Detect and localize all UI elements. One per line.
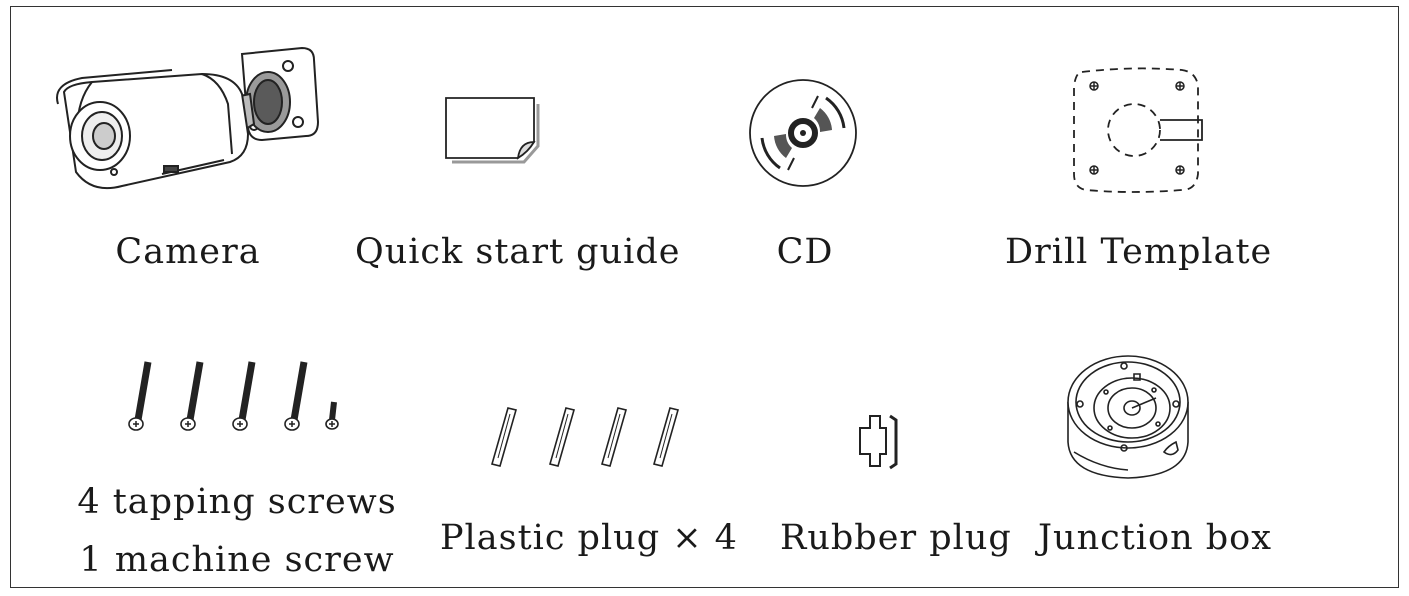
item-label-machine-screw: 1 machine screw (79, 540, 395, 580)
item-label-plastic-plug: Plastic plug × 4 (440, 518, 738, 558)
item-label-quick-start-guide: Quick start guide (355, 232, 681, 272)
item-label-cd: CD (776, 232, 834, 272)
bullet-camera-icon (52, 44, 332, 194)
plastic-plug-icon (488, 404, 698, 470)
item-label-rubber-plug: Rubber plug (780, 518, 1012, 558)
package-contents-frame (10, 6, 1399, 588)
rubber-plug-icon (856, 412, 902, 472)
item-label-camera: Camera (115, 232, 261, 272)
document-icon (444, 96, 544, 166)
cd-icon (748, 78, 858, 188)
junction-box-icon (1060, 352, 1196, 480)
drill-template-icon (1072, 66, 1208, 194)
screws-icon (122, 360, 352, 435)
item-label-tapping-screws: 4 tapping screws (77, 482, 397, 522)
item-label-junction-box: Junction box (1038, 518, 1272, 558)
item-label-drill-template: Drill Template (1005, 232, 1273, 272)
